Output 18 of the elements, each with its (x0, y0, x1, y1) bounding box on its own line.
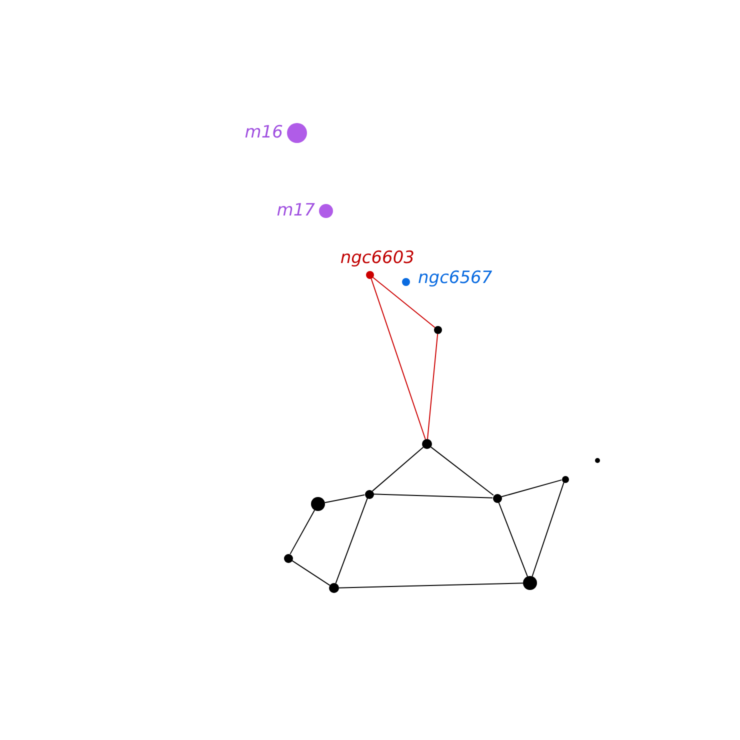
object-label: ngc6567 (418, 270, 492, 288)
constellation-line (335, 498, 368, 584)
constellation-line (290, 510, 316, 555)
object-label: ngc6603 (340, 250, 415, 267)
object-label: m17 (276, 202, 315, 220)
constellation-line (324, 494, 366, 504)
constellation-line (338, 582, 524, 588)
constellation-line (500, 479, 562, 498)
constellation-line (372, 277, 436, 328)
constellation-line (430, 446, 494, 496)
constellation-line (291, 560, 330, 586)
constellation-line (370, 278, 426, 440)
constellation-line (426, 333, 438, 440)
constellation-line (532, 482, 564, 577)
constellation-line (372, 446, 424, 492)
constellation-line (373, 494, 493, 498)
object-label: m16 (244, 124, 283, 142)
constellation-line (498, 502, 528, 577)
